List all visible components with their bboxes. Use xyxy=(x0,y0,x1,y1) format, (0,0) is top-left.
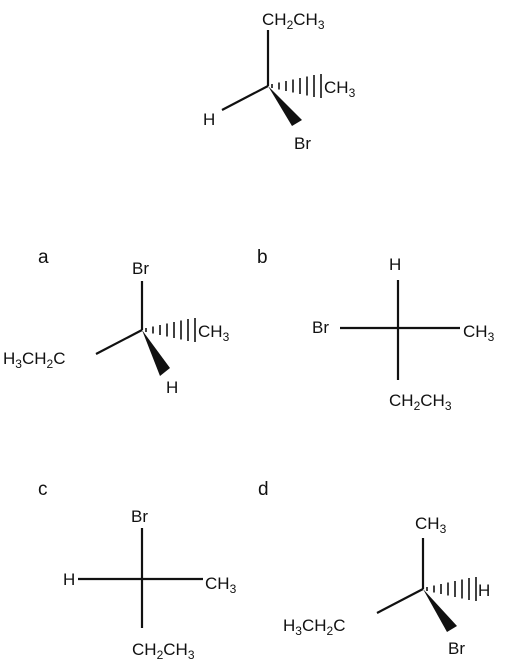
option-b-letter: b xyxy=(257,247,268,268)
option-d-wedge-bond xyxy=(423,589,457,632)
reference-left-group: H xyxy=(203,110,215,129)
reference-top-group: CH2CH3 xyxy=(262,10,325,32)
reference-bottom-group: Br xyxy=(294,134,311,153)
option-d-letter: d xyxy=(258,479,269,500)
option-d: d CH3 H H3CH2C Br xyxy=(258,479,490,658)
option-c-top-group: Br xyxy=(131,507,148,526)
option-d-right-group: H xyxy=(478,581,490,600)
option-c-right-group: CH3 xyxy=(205,574,237,596)
option-a-left-group: H3CH2C xyxy=(3,349,66,371)
option-a-hash-bond xyxy=(145,318,196,342)
option-b-bottom-group: CH2CH3 xyxy=(389,391,452,413)
reference-wedge-bond xyxy=(268,86,302,126)
option-d-top-group: CH3 xyxy=(415,514,447,536)
option-c-bottom-group: CH2CH3 xyxy=(132,640,195,662)
reference-hash-bond xyxy=(271,74,322,98)
option-a: a Br CH3 H3CH2C H xyxy=(3,247,230,397)
option-a-right-group: CH3 xyxy=(198,322,230,344)
option-d-bottom-group: Br xyxy=(448,639,465,658)
option-a-letter: a xyxy=(38,247,49,268)
option-d-bond-left xyxy=(376,588,424,614)
option-b-top-group: H xyxy=(389,255,401,274)
option-a-bottom-group: H xyxy=(166,378,178,397)
option-d-left-group: H3CH2C xyxy=(283,616,346,638)
option-c-letter: c xyxy=(38,479,48,500)
option-b-right-group: CH3 xyxy=(463,322,495,344)
reference-molecule: CH2CH3 CH3 H Br xyxy=(203,10,356,153)
option-d-hash-bond xyxy=(426,577,477,601)
option-b-left-group: Br xyxy=(312,318,329,337)
option-b: b H Br CH3 CH2CH3 xyxy=(257,247,495,413)
option-a-wedge-bond xyxy=(142,330,170,376)
option-a-top-group: Br xyxy=(132,259,149,278)
option-a-bond-left xyxy=(95,329,143,355)
option-c-left-group: H xyxy=(63,570,75,589)
option-c: c Br H CH3 CH2CH3 xyxy=(38,479,237,662)
reference-bond-left xyxy=(221,85,269,111)
reference-right-group: CH3 xyxy=(324,78,356,100)
